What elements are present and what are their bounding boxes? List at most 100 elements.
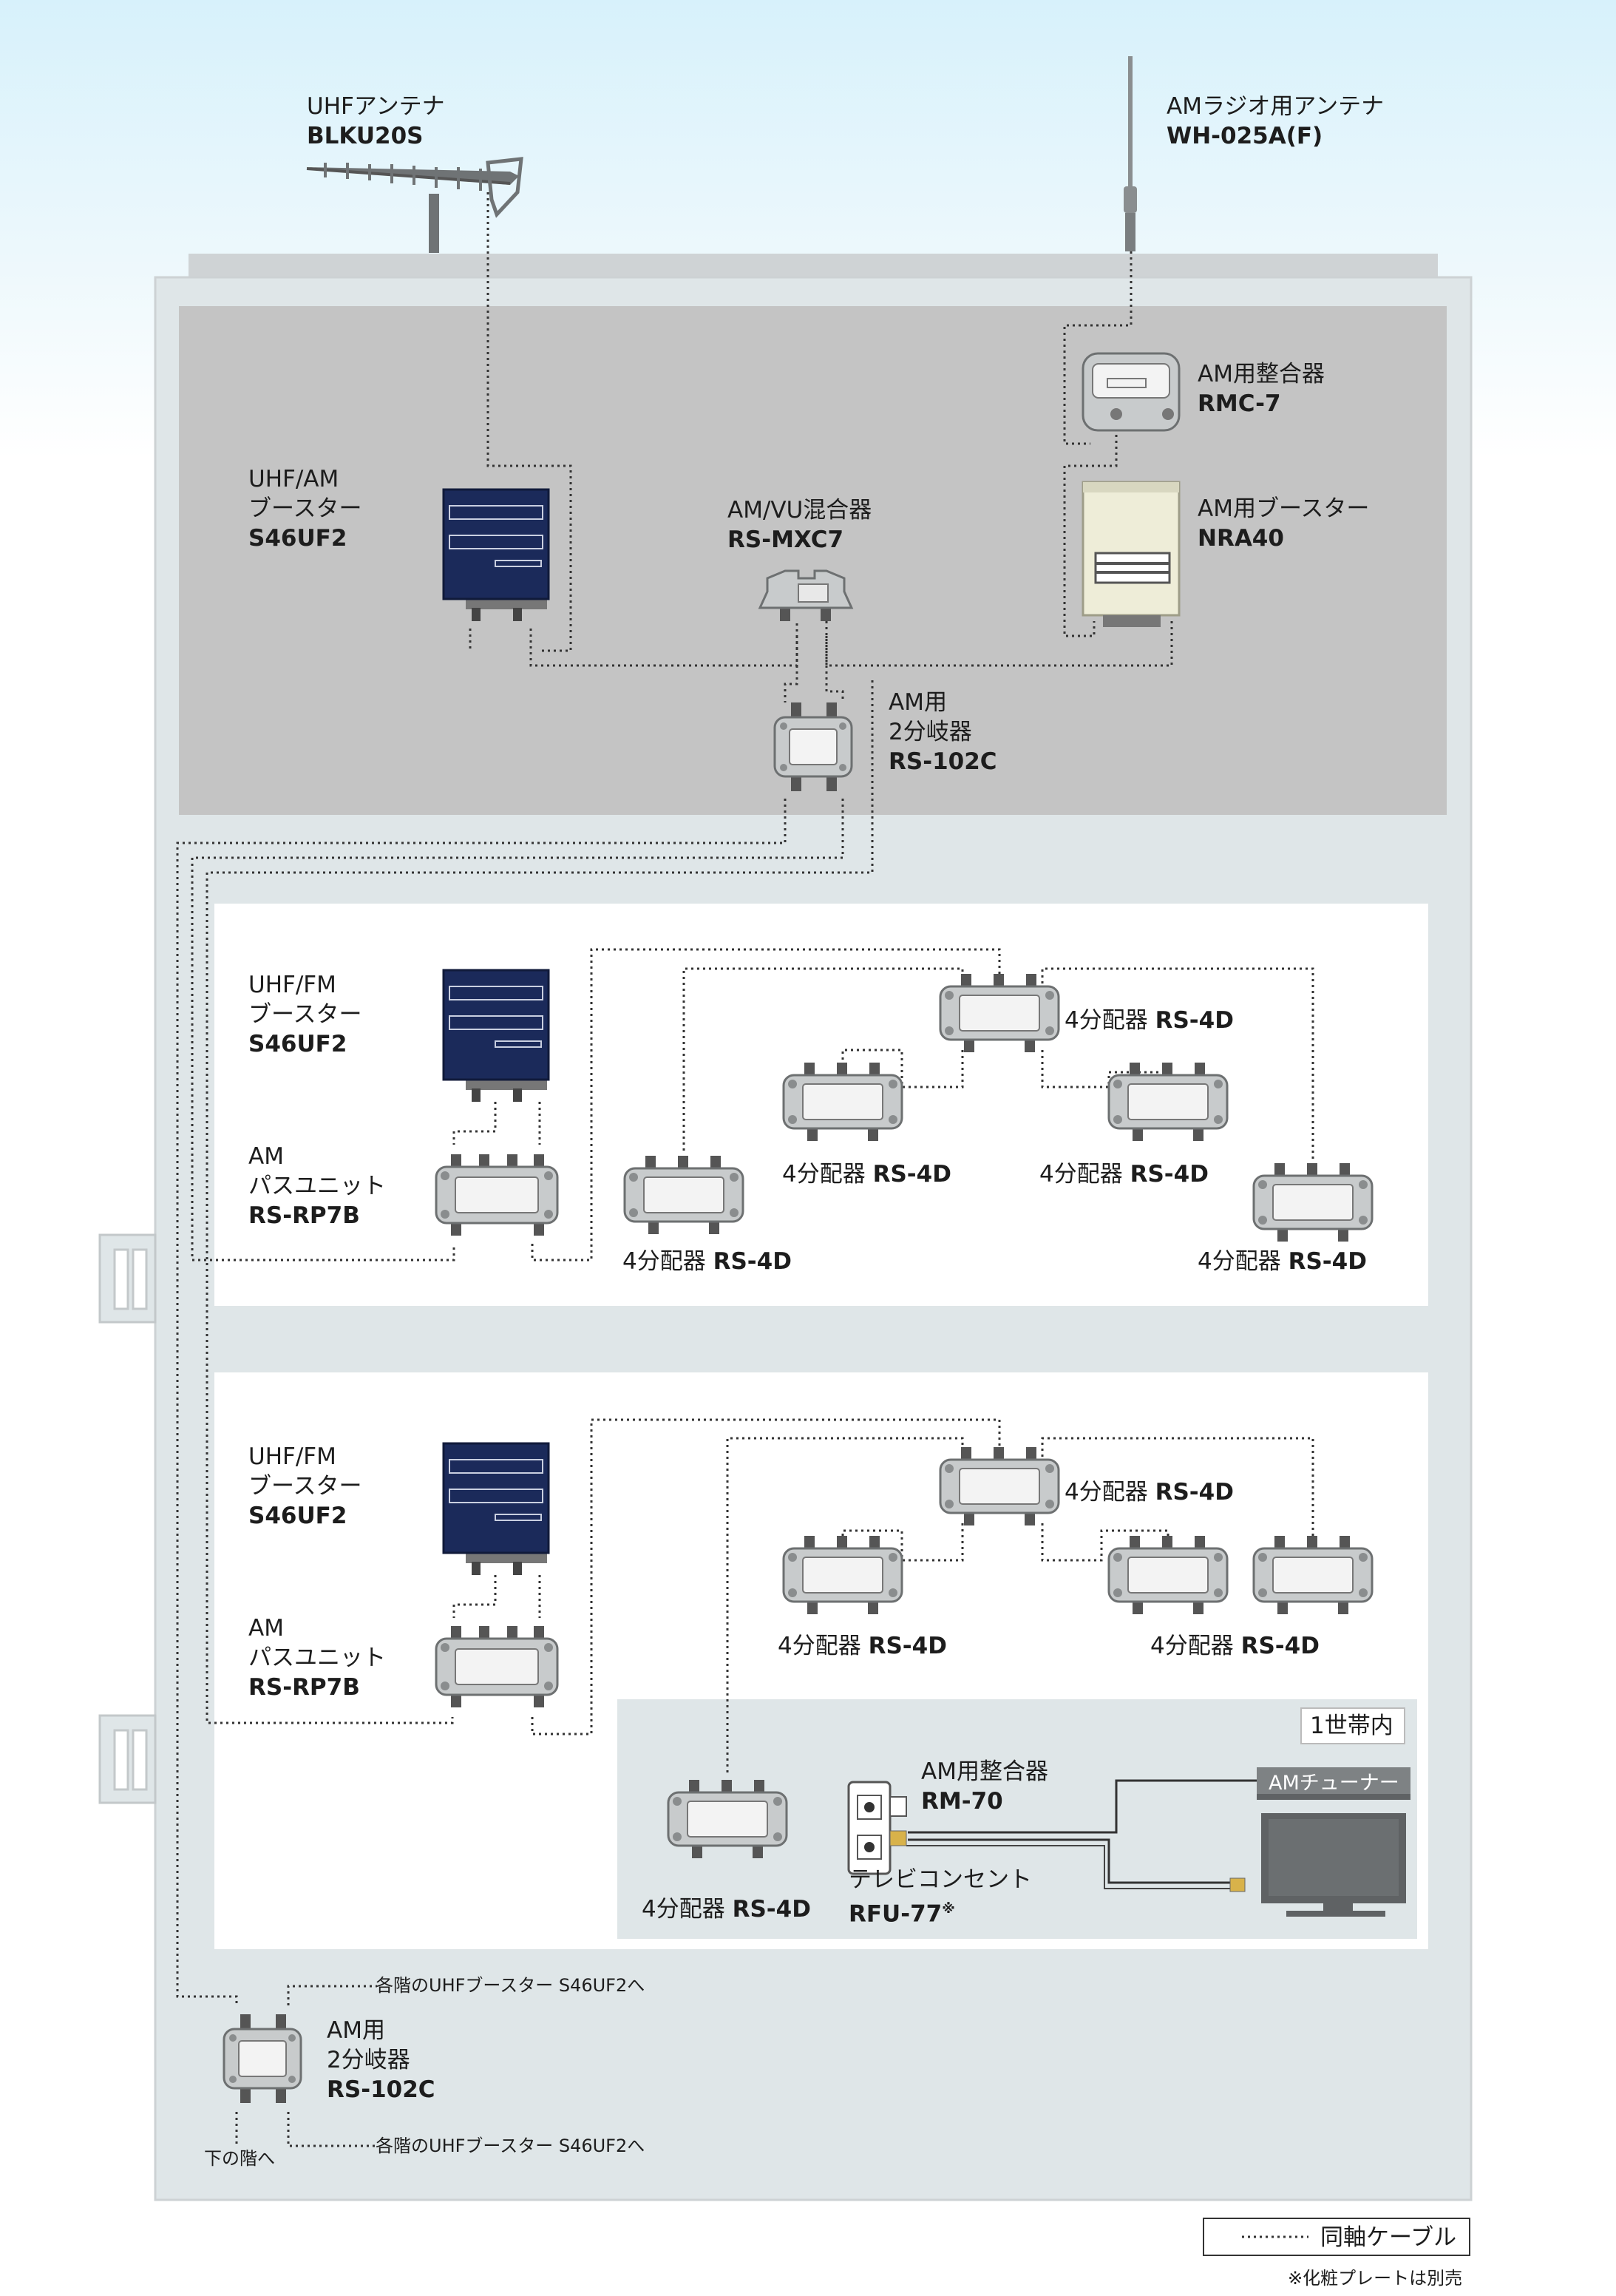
unit-dist-label: 4分配器 RS-4D <box>642 1894 811 1924</box>
floor2-pass-unit-label: AM パスユニット RS-RP7B <box>248 1613 386 1702</box>
tv-outlet-icon <box>847 1781 907 1875</box>
mixer-name: AM/VU混合器 <box>727 497 872 524</box>
uhf-am-booster-label: UHF/AM ブースター S46UF2 <box>248 464 361 553</box>
uhf-antenna-label: UHFアンテナ BLKU20S <box>307 92 445 151</box>
floor2-dist-main-label: 4分配器 RS-4D <box>1065 1477 1234 1507</box>
floor1-booster-label: UHF/FM ブースター S46UF2 <box>248 970 361 1059</box>
dist-model: RS-4D <box>713 1248 792 1275</box>
to-lower-floor: 下の階へ <box>204 2148 275 2169</box>
floor1-booster-model: S46UF2 <box>248 1031 347 1057</box>
am-matcher-model: RMC-7 <box>1198 390 1281 417</box>
mixer-model: RS-MXC7 <box>727 526 844 553</box>
dist-name: 4分配器 <box>782 1161 866 1188</box>
floor2-booster-line2: ブースター <box>248 1473 362 1500</box>
floor1-pass-unit-line2: パスユニット <box>248 1173 386 1199</box>
am-matcher-unit-name: AM用整合器 <box>921 1758 1048 1785</box>
floor1-dist-d-label: 4分配器 RS-4D <box>1198 1247 1367 1276</box>
floor2-distributor-main-icon <box>939 1446 1060 1527</box>
floor1-distributor-b-icon <box>1107 1061 1229 1142</box>
am-tuner-icon <box>1257 1767 1410 1800</box>
roof-splitter-label: AM用 2分岐器 RS-102C <box>889 688 997 776</box>
dist-model: RS-4D <box>1288 1248 1367 1275</box>
basement-splitter-label: AM用 2分岐器 RS-102C <box>327 2016 435 2104</box>
am-antenna-label: AMラジオ用アンテナ WH-025A(F) <box>1167 92 1384 151</box>
am-tuner-label: AMチューナー <box>1269 1772 1399 1795</box>
dist-model: RS-4D <box>872 1161 951 1188</box>
dist-name: 4分配器 <box>1065 1479 1148 1506</box>
am-matcher-icon <box>1082 352 1181 432</box>
basement-splitter-line2: 2分岐器 <box>327 2047 410 2073</box>
dist-name: 4分配器 <box>1150 1633 1234 1659</box>
tv-outlet-label: テレビコンセント RFU-77※ <box>849 1865 1032 1928</box>
floor2-pass-unit-model: RS-RP7B <box>248 1674 360 1701</box>
roof-splitter-line1: AM用 <box>889 689 947 716</box>
uhf-antenna-model: BLKU20S <box>307 123 424 149</box>
am-mixer-icon <box>758 569 854 621</box>
balcony-left-1 <box>98 1233 157 1324</box>
floor2-pass-unit-line2: パスユニット <box>248 1645 386 1671</box>
roof-splitter-line2: 2分岐器 <box>889 719 972 745</box>
mixer-label: AM/VU混合器 RS-MXC7 <box>727 495 872 555</box>
roof-splitter-model: RS-102C <box>889 748 997 775</box>
floor2-booster-line1: UHF/FM <box>248 1443 336 1470</box>
floor2-pass-unit-icon <box>435 1625 559 1709</box>
dist-name: 4分配器 <box>1039 1161 1123 1188</box>
floor1-booster-line2: ブースター <box>248 1001 362 1028</box>
floor2-dist-a-label: 4分配器 RS-4D <box>778 1631 947 1661</box>
basement-splitter-model: RS-102C <box>327 2076 435 2103</box>
am-matcher-name: AM用整合器 <box>1198 361 1325 387</box>
floor1-dist-main-label: 4分配器 RS-4D <box>1065 1006 1234 1035</box>
floor2-distributor-c-icon <box>1252 1534 1374 1616</box>
am-booster-name: AM用ブースター <box>1198 495 1370 522</box>
uhf-am-booster-model: S46UF2 <box>248 525 347 552</box>
am-antenna-model: WH-025A(F) <box>1167 123 1323 149</box>
dist-name: 4分配器 <box>622 1248 706 1275</box>
floor1-distributor-c-icon <box>623 1154 744 1236</box>
uhf-antenna-icon <box>306 157 523 253</box>
floor2-booster-label: UHF/FM ブースター S46UF2 <box>248 1442 361 1531</box>
floor1-booster-line1: UHF/FM <box>248 972 336 998</box>
unit-title: 1世帯内 <box>1310 1713 1393 1739</box>
unit-title-box <box>1300 1707 1405 1744</box>
floor2-distributor-b-icon <box>1107 1534 1229 1616</box>
balcony-left-2 <box>98 1714 157 1804</box>
dist-model: RS-4D <box>1240 1633 1320 1659</box>
floor1-dist-a-label: 4分配器 RS-4D <box>782 1159 951 1189</box>
floor1-distributor-a-icon <box>782 1061 903 1142</box>
dist-model: RS-4D <box>868 1633 947 1659</box>
dist-model: RS-4D <box>1155 1479 1234 1506</box>
dist-model: RS-4D <box>732 1896 811 1923</box>
am-booster-model: NRA40 <box>1198 525 1284 552</box>
floor1-distributor-d-icon <box>1252 1162 1374 1243</box>
dist-model: RS-4D <box>1130 1161 1209 1188</box>
footnote: ※化粧プレートは別売 <box>1288 2268 1463 2289</box>
floor1-distributor-main-icon <box>939 972 1060 1054</box>
to-boosters-upper: 各階のUHFブースター S46UF2へ <box>376 1975 645 1996</box>
dist-name: 4分配器 <box>1198 1248 1281 1275</box>
floor2-dist-b-label: 4分配器 RS-4D <box>1150 1631 1320 1661</box>
tv-outlet-model-line: RFU-77※ <box>849 1894 1032 1928</box>
to-boosters-lower: 各階のUHFブースター S46UF2へ <box>376 2136 645 2156</box>
coax-cables <box>176 192 1314 2147</box>
dist-name: 4分配器 <box>642 1896 725 1923</box>
tv-outlet-model: RFU-77 <box>849 1900 943 1928</box>
tv-icon <box>1229 1813 1406 1917</box>
floor2-distributor-a-icon <box>782 1534 903 1616</box>
basement-splitter-line1: AM用 <box>327 2017 385 2044</box>
floor1-pass-unit-line1: AM <box>248 1143 284 1170</box>
unit-distributor-icon <box>667 1778 788 1860</box>
floor1-dist-b-label: 4分配器 RS-4D <box>1039 1159 1209 1189</box>
am-matcher-unit-label: AM用整合器 RM-70 <box>921 1757 1048 1816</box>
am-antenna-name: AMラジオ用アンテナ <box>1167 93 1385 120</box>
uhf-antenna-name: UHFアンテナ <box>307 93 445 120</box>
am-booster-icon <box>1082 481 1181 627</box>
floor1-pass-unit-icon <box>435 1153 559 1237</box>
footnote-mark: ※ <box>942 1901 955 1917</box>
am-matcher-unit-model: RM-70 <box>921 1788 1003 1815</box>
floor1-dist-c-label: 4分配器 RS-4D <box>622 1247 792 1276</box>
legend-coax-label: 同軸ケーブル <box>1320 2224 1457 2251</box>
floor2-booster-model: S46UF2 <box>248 1503 347 1529</box>
am-booster-label: AM用ブースター NRA40 <box>1198 494 1369 553</box>
floor1-pass-unit-label: AM パスユニット RS-RP7B <box>248 1142 386 1230</box>
